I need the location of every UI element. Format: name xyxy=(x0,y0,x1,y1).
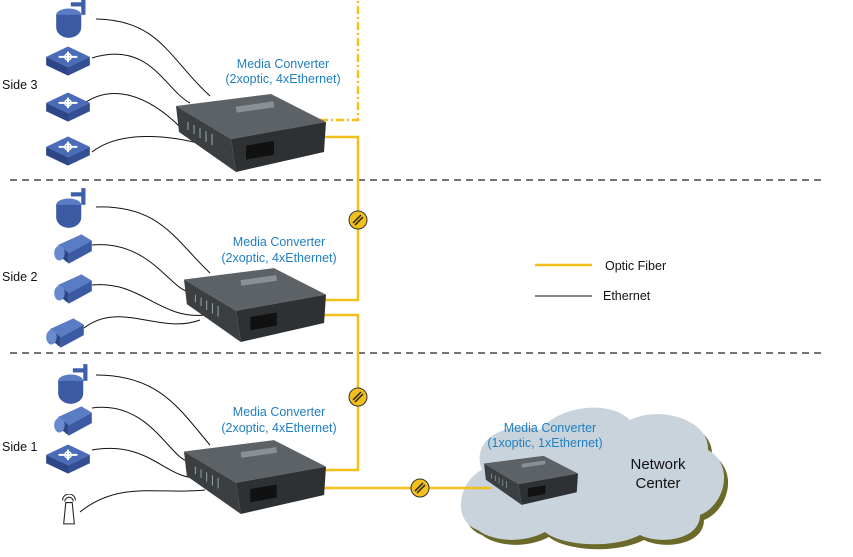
box-camera-icon xyxy=(54,234,92,264)
legend-ethernet-label: Ethernet xyxy=(603,289,651,303)
network-switch-icon xyxy=(45,91,91,123)
box-camera-icon xyxy=(46,318,84,348)
dome-camera-icon xyxy=(58,364,88,404)
network-switch-icon xyxy=(45,45,91,77)
ethernet-cables-side1 xyxy=(79,374,211,513)
side-label: Side 2 xyxy=(2,270,37,284)
dome-camera-icon xyxy=(56,0,86,38)
dome-camera-icon xyxy=(56,188,86,228)
fiber-splice-icon xyxy=(348,387,368,407)
fiber-link-upstream xyxy=(320,0,360,122)
network-switch-icon xyxy=(45,135,91,167)
media-converter-side1 xyxy=(184,439,326,515)
network-center-label: Center xyxy=(635,475,680,492)
box-camera-icon xyxy=(54,406,92,436)
converter-spec: (2xoptic, 4xEthernet) xyxy=(221,251,336,265)
fiber-splice-icon xyxy=(348,210,368,230)
legend-fiber-label: Optic Fiber xyxy=(605,259,666,273)
legend: Optic Fiber Ethernet xyxy=(535,259,666,303)
converter-spec: (2xoptic, 4xEthernet) xyxy=(221,421,336,435)
box-camera-icon xyxy=(54,274,92,304)
converter-label: Media Converter xyxy=(233,235,325,249)
wireless-antenna-icon xyxy=(62,494,76,525)
network-center-label: Network xyxy=(630,456,686,473)
ethernet-cables-side3 xyxy=(77,18,211,153)
converter-label: Media Converter xyxy=(237,57,329,71)
fiber-splice-icon xyxy=(410,478,430,498)
converter-spec: (2xoptic, 4xEthernet) xyxy=(225,72,340,86)
media-converter-side3 xyxy=(176,94,326,173)
network-center-cloud xyxy=(460,407,729,550)
side-label: Side 1 xyxy=(2,440,37,454)
converter-label: Media Converter xyxy=(504,421,596,435)
media-converter-side2 xyxy=(184,267,326,343)
ethernet-cables-side2 xyxy=(83,206,211,329)
converter-label: Media Converter xyxy=(233,405,325,419)
network-switch-icon xyxy=(45,443,91,475)
converter-spec: (1xoptic, 1xEthernet) xyxy=(487,436,602,450)
side-label: Side 3 xyxy=(2,78,37,92)
